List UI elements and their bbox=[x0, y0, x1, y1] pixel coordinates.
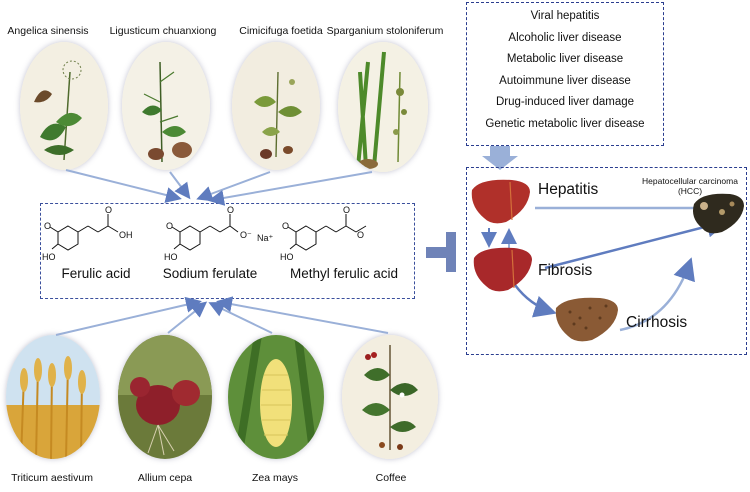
arrow-ligusticum bbox=[169, 171, 191, 200]
plant-image-onion bbox=[118, 335, 212, 459]
inhibit-bar-horizontal bbox=[426, 247, 446, 258]
compounds-box bbox=[40, 203, 415, 299]
liver-progression-box bbox=[466, 167, 747, 355]
stage-label-hepatitis: Hepatitis bbox=[538, 181, 599, 198]
arrow-corn bbox=[208, 302, 273, 334]
sodium-o-minus: O⁻ bbox=[240, 230, 252, 240]
plant-label-coffee: Coffee bbox=[375, 472, 407, 484]
plant-label-zea: Zea mays bbox=[251, 472, 299, 484]
plant-image-coffee bbox=[342, 335, 438, 459]
liver-diseases-box: Viral hepatitis Alcoholic liver disease … bbox=[466, 2, 664, 146]
plant-image-ligusticum bbox=[122, 42, 210, 170]
plant-image-sparganium bbox=[338, 42, 428, 172]
disease-metabolic: Metabolic liver disease bbox=[506, 53, 624, 66]
stage-label-cirrhosis: Cirrhosis bbox=[626, 314, 688, 331]
inhibit-bar-vertical bbox=[446, 232, 456, 272]
sodium-o-carbonyl: O bbox=[227, 205, 235, 215]
arrow-onion bbox=[167, 301, 208, 334]
compound-name-methyl-ferulic-acid: Methyl ferulic acid bbox=[289, 266, 399, 281]
plant-label-triticum: Triticum aestivum bbox=[11, 472, 93, 484]
arrow-angelica bbox=[65, 169, 182, 203]
plant-label-ligusticum: Ligusticum chuanxiong bbox=[109, 25, 217, 37]
compound-name-sodium-ferulate: Sodium ferulate bbox=[162, 266, 258, 281]
plant-label-angelica: Angelica sinensis bbox=[7, 25, 89, 37]
ferulic-ho: HO bbox=[42, 252, 56, 262]
disease-viral-hepatitis: Viral hepatitis bbox=[530, 10, 600, 22]
plant-image-cimicifuga bbox=[232, 42, 320, 170]
hcc-label-line1: Hepatocellular carcinoma bbox=[642, 176, 738, 186]
methyl-o-ester: O bbox=[357, 230, 365, 240]
disease-alcoholic: Alcoholic liver disease bbox=[508, 31, 622, 44]
sodium-na-ion: Na⁺ bbox=[257, 233, 274, 243]
sodium-ho: HO bbox=[164, 252, 178, 262]
ferulic-o-methoxy: O bbox=[44, 221, 52, 231]
hcc-label-line2: (HCC) bbox=[677, 186, 703, 196]
methyl-o-carbonyl: O bbox=[343, 205, 351, 215]
plant-image-angelica bbox=[20, 42, 108, 170]
plant-label-cimicifuga: Cimicifuga foetida bbox=[239, 25, 323, 37]
arrow-coffee bbox=[216, 296, 389, 334]
ferulic-oh-group: OH bbox=[119, 230, 133, 240]
arrow-cimicifuga bbox=[196, 171, 271, 202]
disease-drug-induced: Drug-induced liver damage bbox=[495, 96, 635, 109]
disease-autoimmune: Autoimmune liver disease bbox=[499, 74, 631, 87]
plant-image-corn bbox=[228, 335, 324, 459]
stage-label-fibrosis: Fibrosis bbox=[538, 262, 593, 279]
disease-genetic-metabolic: Genetic metabolic liver disease bbox=[485, 117, 645, 130]
sodium-o-methoxy: O bbox=[166, 221, 174, 231]
plant-image-wheat bbox=[6, 335, 100, 459]
ferulic-o-carbonyl: O bbox=[105, 205, 113, 215]
plant-label-sparganium: Sparganium stoloniferum bbox=[326, 25, 444, 37]
plant-label-allium: Allium cepa bbox=[137, 472, 193, 484]
stage-label-hcc: Hepatocellular carcinoma (HCC) bbox=[642, 176, 738, 196]
compound-name-ferulic-acid: Ferulic acid bbox=[61, 266, 131, 281]
arrow-sparganium bbox=[208, 171, 373, 206]
methyl-ho: HO bbox=[280, 252, 294, 262]
arrow-wheat bbox=[55, 296, 202, 336]
methyl-o-methoxy: O bbox=[282, 221, 290, 231]
